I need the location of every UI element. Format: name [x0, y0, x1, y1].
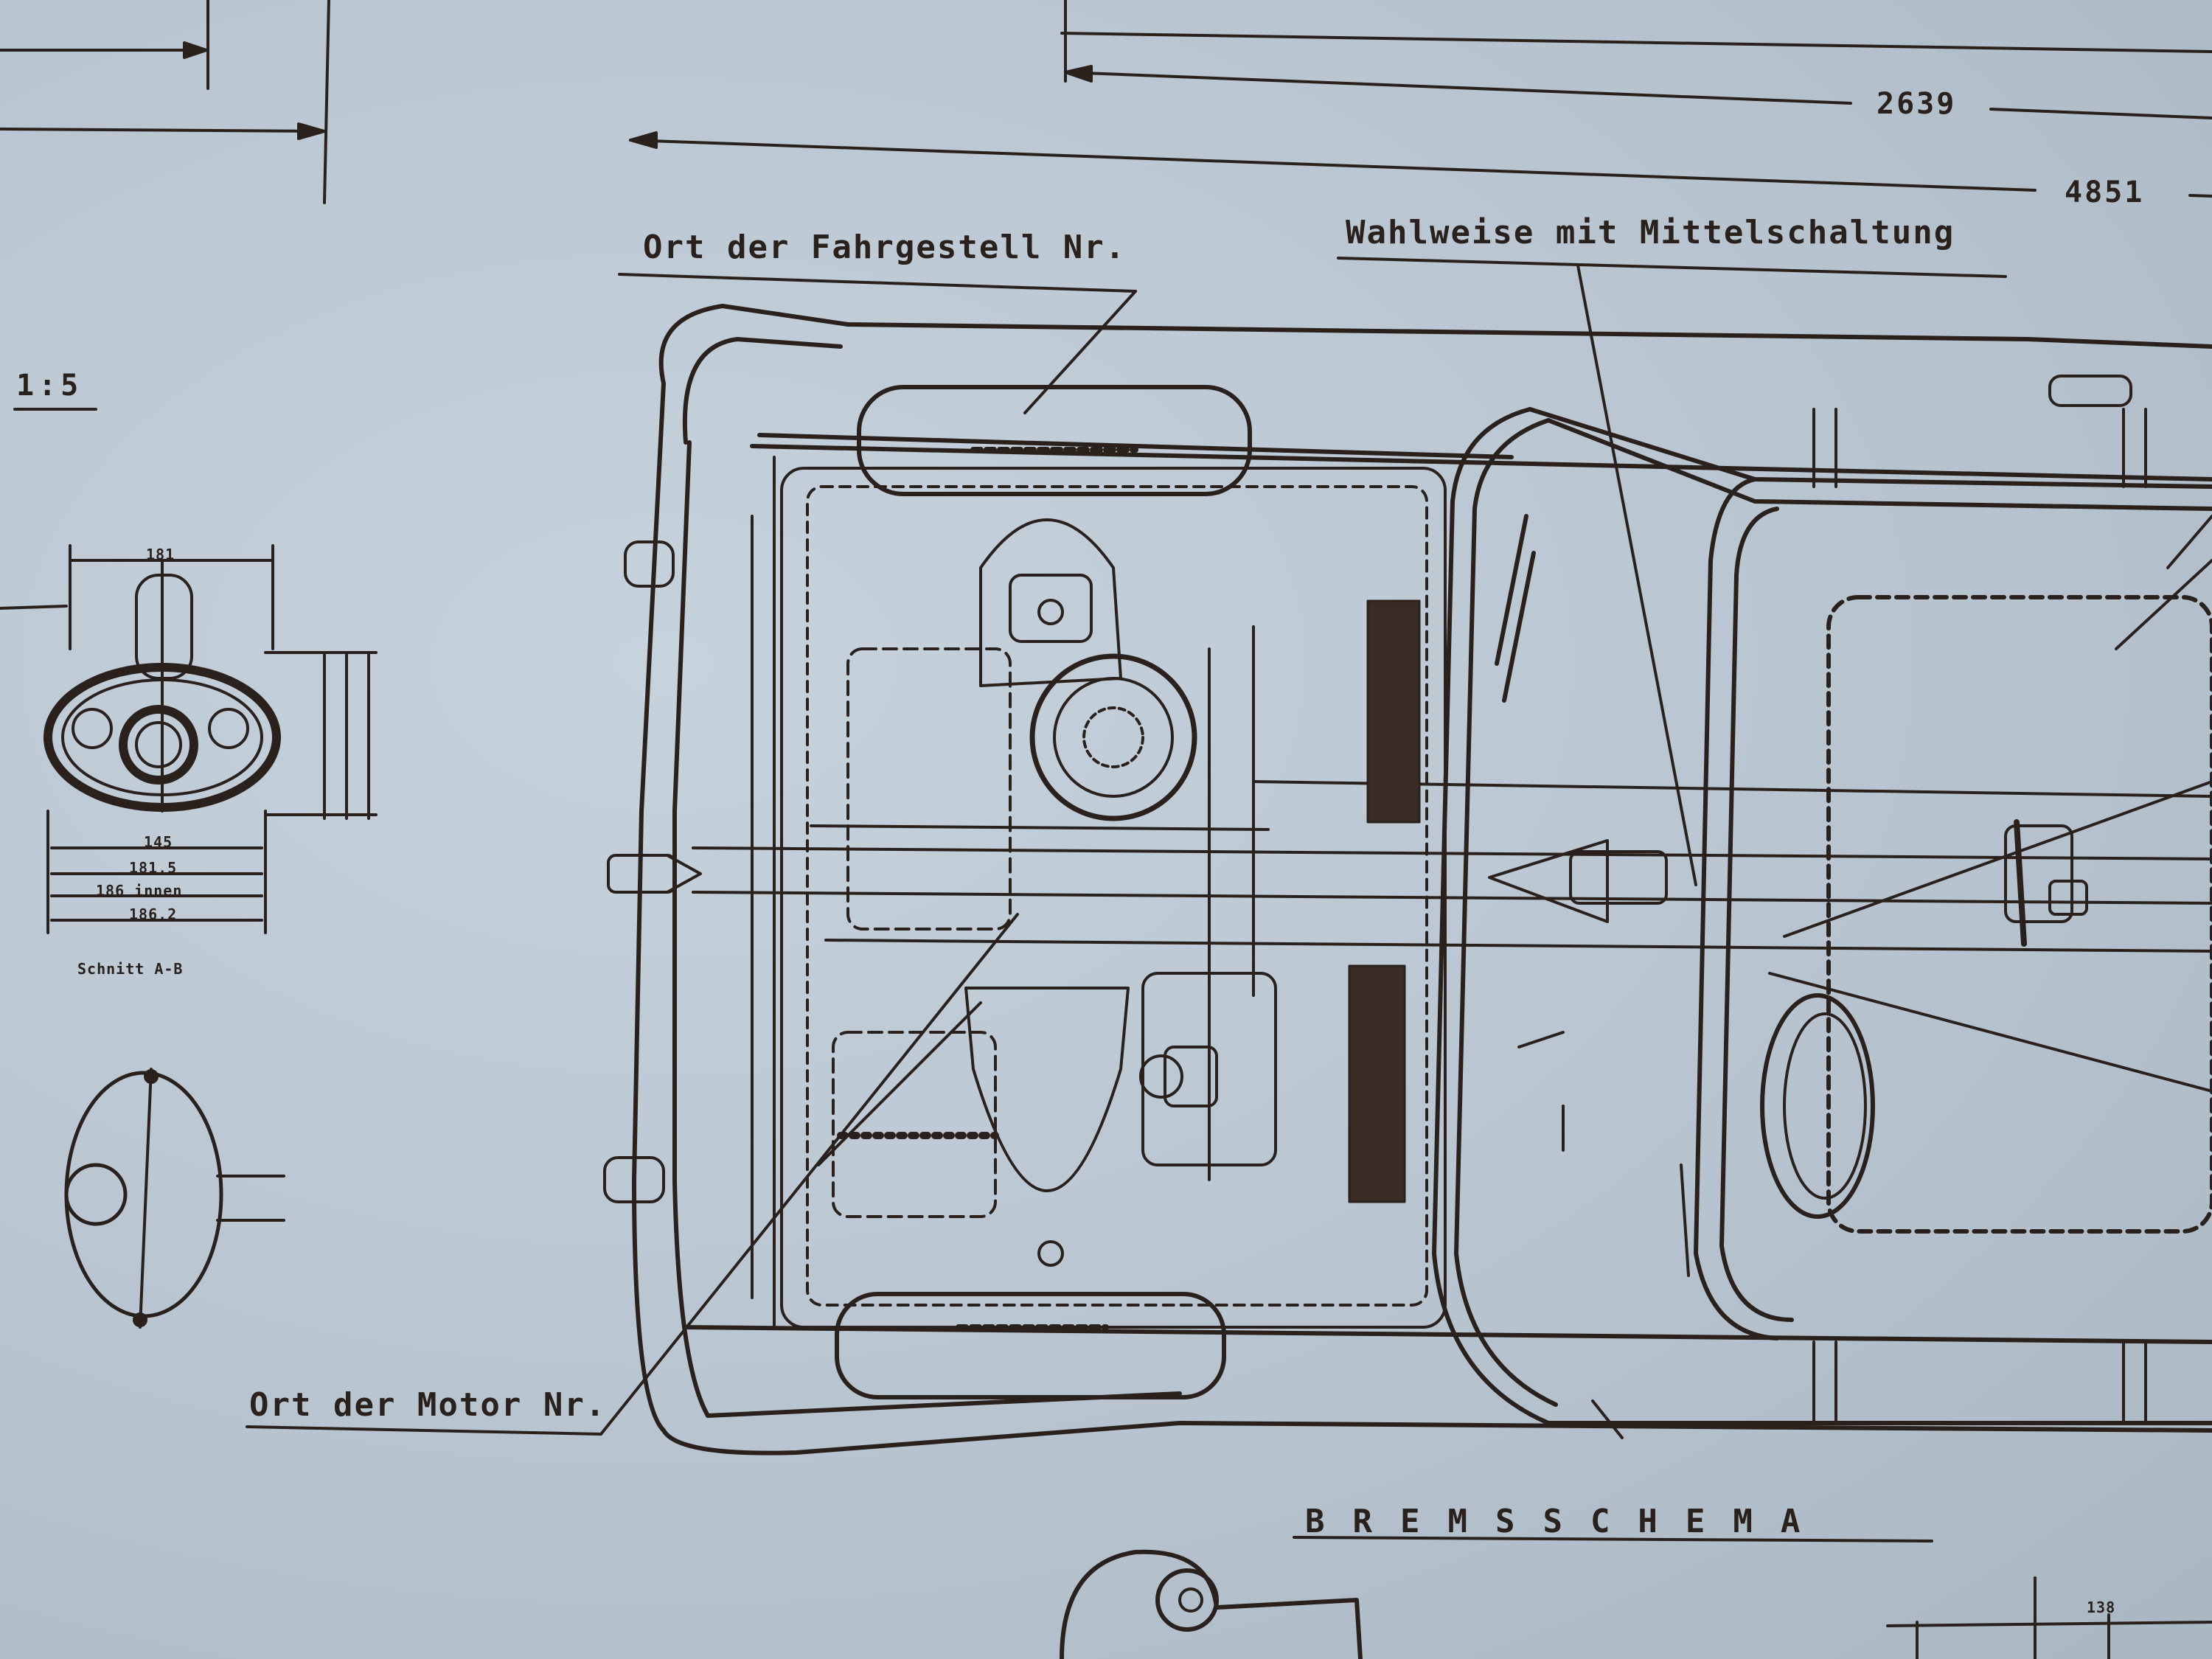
dimension-186-2: 186,2 [129, 905, 178, 923]
dimension-145: 145 [144, 833, 173, 851]
cabin-outline [1432, 407, 2212, 1425]
rear-axle [1488, 515, 2212, 1093]
dimension-181: 181 [146, 546, 175, 563]
brake-drums [1348, 599, 1421, 1203]
drive-shafts [692, 780, 2212, 953]
engine-number-location-label: Ort der Motor Nr. [249, 1386, 607, 1424]
muffler-section-view [0, 544, 378, 934]
dimension-138: 138 [2087, 1599, 2116, 1616]
dimension-2639: 2639 [1877, 87, 1957, 121]
exhaust-loop [1760, 993, 1875, 1219]
brake-diagram-label: BREMSSCHEMA [1305, 1503, 1829, 1540]
rear-frame-bars [1517, 375, 2147, 1439]
muffler-end-view [64, 1068, 285, 1329]
dimension-186-innen: 186 innen [96, 882, 183, 900]
bumper-mounts [603, 540, 702, 1203]
callout-leaders [246, 257, 2007, 1543]
dimension-4851: 4851 [2065, 175, 2145, 209]
brake-schematic-partial [1060, 1549, 2212, 1659]
chassis-number-location-label: Ort der Fahrgestell Nr. [643, 229, 1127, 266]
dimension-lines-top [0, 0, 2212, 204]
dimension-181-5: 181,5 [129, 859, 178, 877]
section-label: Schnitt A-B [77, 960, 184, 978]
scale-label: 1:5 [16, 369, 83, 403]
center-shift-option-label: Wahlweise mit Mittelschaltung [1346, 214, 1955, 251]
engine-block [817, 518, 1277, 1267]
